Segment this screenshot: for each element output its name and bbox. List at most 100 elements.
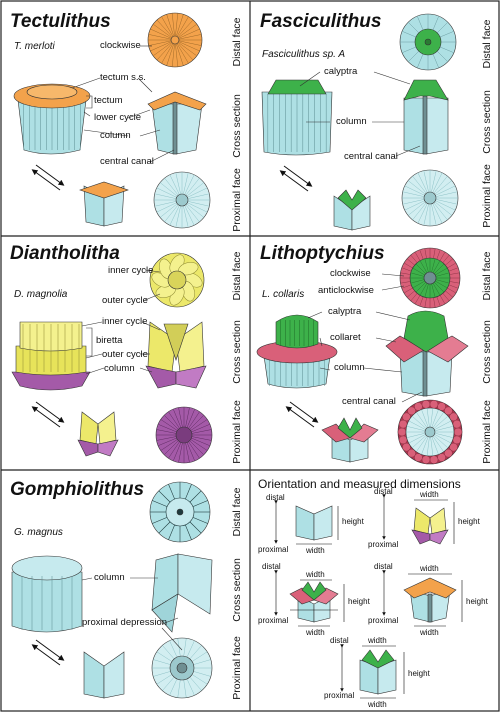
- orient2-height: height: [458, 517, 480, 526]
- orient5-distal: distal: [330, 636, 349, 645]
- orient3-distal: distal: [262, 562, 281, 571]
- tectulithus-side-proximal: Proximal face: [230, 168, 243, 232]
- diantholitha-side-view: [11, 321, 91, 391]
- tectulithus-proximal-section: [79, 181, 129, 227]
- diantholitha-panel: [11, 252, 213, 464]
- lithoptychius-arrows: [285, 401, 319, 428]
- gomphiolithus-panel: [11, 481, 213, 699]
- diantholitha-arrows: [31, 401, 65, 428]
- gomphiolithus-label-proximal-depression: proximal depression: [82, 617, 168, 628]
- tectulithus-side-distal: Distal face: [230, 17, 243, 67]
- orient1-height: height: [342, 517, 364, 526]
- tectulithus-cross-section: [147, 91, 207, 155]
- orientation-diagram-1: [274, 500, 339, 545]
- orient1-distal: distal: [266, 493, 285, 502]
- tectulithus-leaders: [71, 45, 175, 163]
- diantholitha-title: Diantholitha: [10, 243, 120, 264]
- orient5-height: height: [408, 669, 430, 678]
- gomphiolithus-distal-face: [149, 481, 211, 543]
- orient4-width-top: width: [420, 564, 439, 573]
- tectulithus-proximal-face: [153, 171, 211, 229]
- orient5-width-top: width: [368, 636, 387, 645]
- orient3-width-bottom: width: [306, 628, 325, 637]
- gomphiolithus-species: G. magnus: [14, 527, 63, 538]
- tectulithus-distal-face: [147, 12, 203, 68]
- orient4-width-bottom: width: [420, 628, 439, 637]
- orient4-height: height: [466, 597, 488, 606]
- lithoptychius-side-distal: Distal face: [480, 251, 493, 301]
- orient1-width: width: [306, 546, 325, 555]
- orient4-proximal: proximal: [368, 616, 399, 625]
- lithoptychius-distal-face: [399, 247, 461, 309]
- orient3-proximal: proximal: [258, 616, 289, 625]
- fasciculithus-side-proximal: Proximal face: [480, 164, 493, 228]
- orientation-panel: [274, 494, 463, 699]
- orientation-diagram-2: [382, 494, 455, 545]
- lithoptychius-label-anticlockwise: anticlockwise: [318, 285, 374, 296]
- lithoptychius-side-cross: Cross section: [480, 320, 493, 384]
- orientation-diagram-4: [382, 570, 463, 627]
- diantholitha-distal-face: [149, 252, 205, 308]
- fasciculithus-species: Fasciculithus sp. A: [262, 49, 345, 60]
- tectulithus-label-tectum: tectum: [94, 95, 123, 106]
- diantholitha-label-inner-cycle-top: inner cycle: [108, 265, 154, 276]
- lithoptychius-label-clockwise: clockwise: [330, 268, 371, 279]
- gomphiolithus-side-proximal: Proximal face: [230, 636, 243, 700]
- lithoptychius-leaders: [307, 273, 423, 403]
- diantholitha-label-outer-cycle: outer cycle: [102, 349, 148, 360]
- fasciculithus-title: Fasciculithus: [260, 11, 382, 32]
- tectulithus-title: Tectulithus: [10, 11, 111, 32]
- tectulithus-arrows: [31, 164, 65, 191]
- lithoptychius-panel: [256, 247, 469, 465]
- orient2-distal: distal: [374, 487, 393, 496]
- tectulithus-side-cross: Cross section: [230, 94, 243, 158]
- lithoptychius-species: L. collaris: [262, 289, 305, 300]
- gomphiolithus-proximal-face: [151, 637, 213, 699]
- tectulithus-label-tectum-ss: tectum s.s.: [100, 72, 146, 83]
- lithoptychius-proximal-section: [321, 417, 379, 463]
- gomphiolithus-leaders: [81, 577, 183, 651]
- fasciculithus-side-view: [261, 79, 333, 156]
- diantholitha-side-cross: Cross section: [230, 320, 243, 384]
- gomphiolithus-proximal-section: [83, 651, 125, 699]
- orient3-width-top: width: [306, 570, 325, 579]
- lithoptychius-side-proximal: Proximal face: [480, 400, 493, 464]
- gomphiolithus-side-cross: Cross section: [230, 558, 243, 622]
- diantholitha-leaders: [81, 269, 161, 375]
- gomphiolithus-title: Gomphiolithus: [10, 479, 145, 500]
- gomphiolithus-arrows: [31, 639, 65, 666]
- tectulithus-label-central-canal: central canal: [100, 156, 154, 167]
- fasciculithus-side-distal: Distal face: [480, 19, 493, 69]
- lithoptychius-label-column: column: [334, 362, 365, 373]
- diantholitha-species: D. magnolia: [14, 289, 68, 300]
- fasciculithus-proximal-face: [401, 169, 459, 227]
- orient3-height: height: [348, 597, 370, 606]
- gomphiolithus-label-column: column: [94, 572, 125, 583]
- tectulithus-label-clockwise: clockwise: [100, 40, 141, 51]
- fasciculithus-label-calyptra: calyptra: [324, 66, 358, 77]
- lithoptychius-side-view: [256, 314, 338, 389]
- diantholitha-label-inner-cycle: inner cycle: [102, 316, 148, 327]
- tectulithus-label-column: column: [100, 130, 131, 141]
- orient5-proximal: proximal: [324, 691, 355, 700]
- diantholitha-label-biretta: biretta: [96, 335, 123, 346]
- diantholitha-cross-section: [145, 321, 207, 389]
- lithoptychius-label-collaret: collaret: [330, 332, 361, 343]
- diantholitha-label-outer-cycle-top: outer cycle: [102, 295, 148, 306]
- fasciculithus-arrows: [279, 165, 313, 192]
- orientation-diagram-3: [274, 570, 345, 627]
- fasciculithus-label-column: column: [336, 116, 367, 127]
- orient1-proximal: proximal: [258, 545, 289, 554]
- gomphiolithus-side-view: [11, 555, 83, 633]
- orient2-proximal: proximal: [368, 540, 399, 549]
- fasciculithus-distal-face: [399, 13, 457, 71]
- diantholitha-proximal-section: [77, 411, 119, 457]
- lithoptychius-cross-section: [385, 310, 469, 397]
- tectulithus-species: T. merloti: [14, 41, 55, 52]
- orient2-width: width: [420, 490, 439, 499]
- lithoptychius-label-central-canal: central canal: [342, 396, 396, 407]
- diantholitha-side-proximal: Proximal face: [230, 400, 243, 464]
- lithoptychius-title: Lithoptychius: [260, 243, 385, 264]
- gomphiolithus-side-distal: Distal face: [230, 487, 243, 537]
